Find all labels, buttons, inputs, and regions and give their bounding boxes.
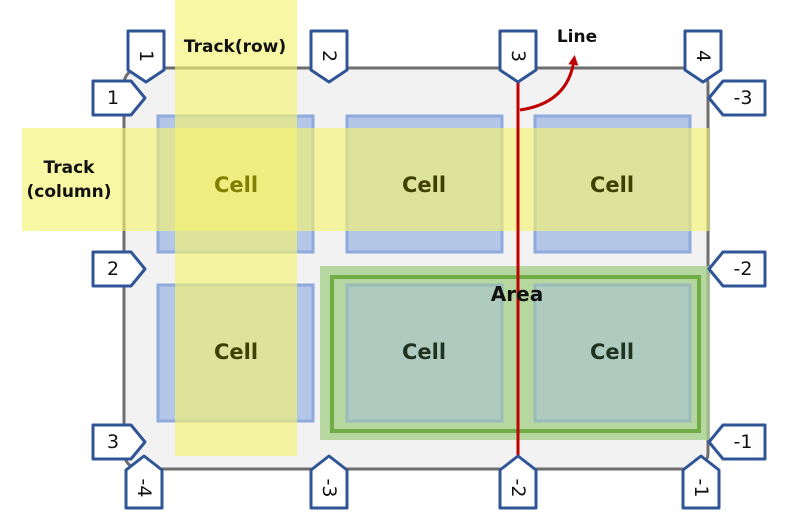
line-number: -1 bbox=[690, 479, 712, 498]
line-tag-right-neg1: -1 bbox=[707, 423, 767, 461]
right-line-tags: -3 -2 -1 bbox=[707, 79, 767, 461]
area-border bbox=[330, 275, 701, 433]
line-tag-top-1: 1 bbox=[126, 29, 166, 84]
cell-label: Cell bbox=[214, 340, 258, 364]
line-number: 2 bbox=[318, 50, 340, 62]
line-number: 4 bbox=[692, 50, 714, 62]
line-tag-top-2: 2 bbox=[309, 29, 349, 84]
line-number: 1 bbox=[107, 87, 119, 109]
left-line-tags: 1 2 3 bbox=[91, 79, 147, 461]
line-arrow bbox=[519, 55, 579, 112]
line-tag-right-neg3: -3 bbox=[707, 79, 767, 117]
line-tag-top-3: 3 bbox=[498, 29, 538, 84]
line-tag-bottom-neg1: -1 bbox=[681, 454, 721, 510]
line-number: 3 bbox=[507, 50, 529, 62]
top-line-tags: 1 2 3 4 bbox=[126, 29, 723, 84]
line-tag-top-4: 4 bbox=[683, 29, 723, 84]
track-row-label: Track(row) bbox=[184, 37, 286, 57]
line-number: -3 bbox=[734, 87, 753, 109]
track-column-label-line1: Track bbox=[44, 158, 96, 178]
grid-cell bbox=[533, 283, 692, 423]
cell-label: Cell bbox=[590, 340, 634, 364]
cell-label: Cell bbox=[590, 173, 634, 197]
line-number: -2 bbox=[507, 479, 529, 498]
line-number: -2 bbox=[734, 258, 753, 280]
line-tag-left-3: 3 bbox=[91, 423, 147, 461]
area-overlay bbox=[320, 266, 709, 440]
line-tag-bottom-neg4: -4 bbox=[124, 454, 164, 510]
grid-cell bbox=[345, 283, 504, 423]
cell-labels: Cell Cell Cell Cell Cell Cell bbox=[214, 173, 634, 364]
cell-label: Cell bbox=[214, 173, 258, 197]
area-label: Area bbox=[491, 282, 543, 306]
line-number: -4 bbox=[133, 479, 155, 498]
line-tag-bottom-neg3: -3 bbox=[309, 454, 349, 510]
cell-label: Cell bbox=[402, 173, 446, 197]
line-number: -1 bbox=[734, 431, 753, 453]
track-column-highlight bbox=[22, 128, 709, 231]
bottom-line-tags: -4 -3 -2 -1 bbox=[124, 454, 721, 510]
line-number: -3 bbox=[318, 479, 340, 498]
line-tag-right-neg2: -2 bbox=[707, 250, 767, 288]
track-column-label-line2: (column) bbox=[26, 182, 111, 202]
line-number: 2 bbox=[107, 258, 119, 280]
cell-label: Cell bbox=[402, 340, 446, 364]
line-tag-bottom-neg2: -2 bbox=[498, 454, 538, 510]
line-tag-left-1: 1 bbox=[91, 79, 147, 117]
line-number: 3 bbox=[107, 431, 119, 453]
line-label: Line bbox=[557, 27, 597, 47]
line-tag-left-2: 2 bbox=[91, 250, 147, 288]
line-number: 1 bbox=[135, 50, 157, 62]
